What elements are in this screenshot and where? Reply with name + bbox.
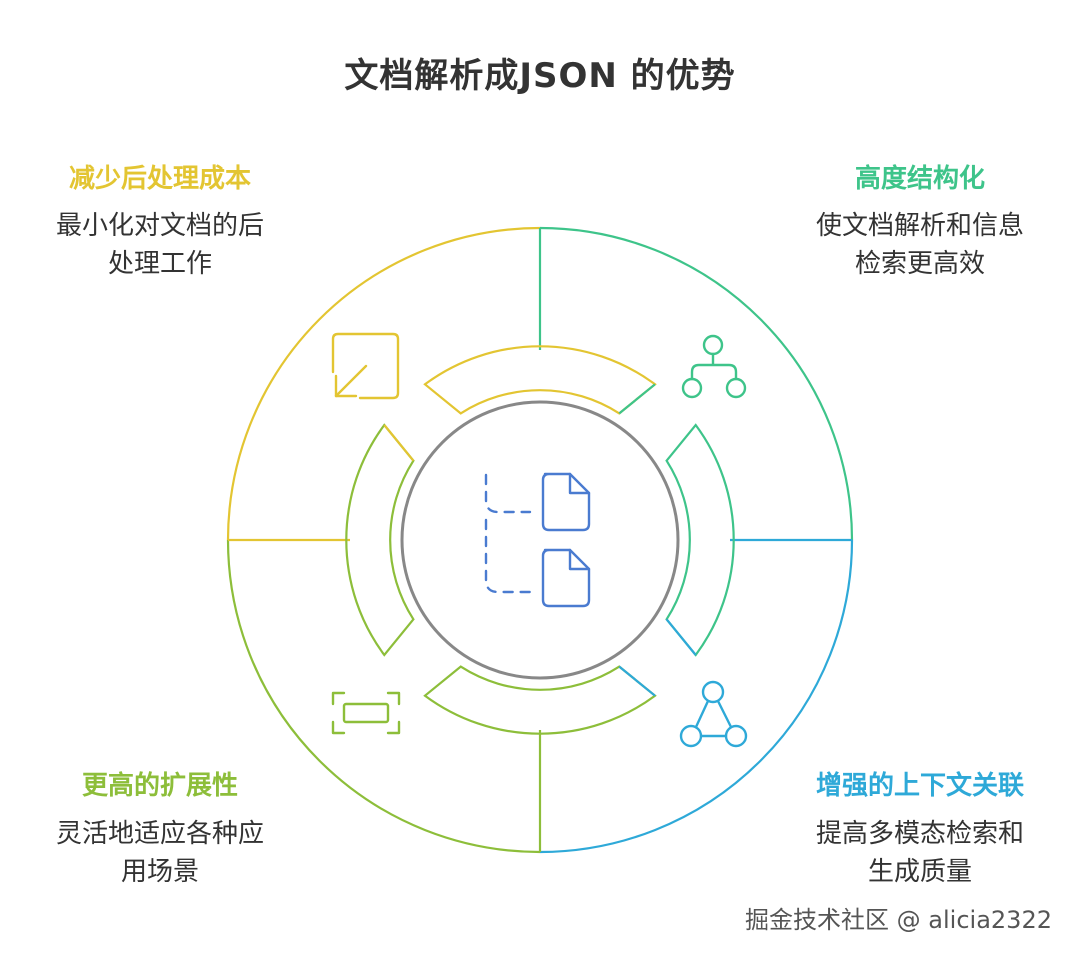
- outer-arc-top-left: [226, 226, 541, 541]
- inner-segment-bottom: [423, 665, 657, 735]
- watermark: 掘金技术社区 @ alicia2322: [745, 906, 1052, 934]
- hierarchy-tree-icon: [681, 334, 747, 399]
- quadrant-title-structured: 高度结构化: [854, 164, 985, 194]
- quadrant-desc-context: 提高多模态检索和 生成质量: [815, 819, 1024, 887]
- resize-arrow-icon: [331, 332, 400, 400]
- outer-arc-bottom-right: [539, 539, 854, 854]
- inner-segment-top-right: [618, 383, 656, 415]
- quadrant-title-reduce-cost: 减少后处理成本: [68, 164, 251, 194]
- inner-segment-left-top: [383, 424, 415, 462]
- quadrant-title-scalability: 更高的扩展性: [81, 771, 238, 801]
- inner-segment-bottom-right: [618, 665, 656, 697]
- scan-frame-icon: [331, 691, 401, 735]
- quadrant-desc-reduce-cost: 最小化对文档的后 处理工作: [55, 211, 264, 279]
- page-title: 文档解析成JSON 的优势: [344, 56, 736, 96]
- inner-segment-left: [345, 423, 415, 657]
- quadrant-desc-scalability: 灵活地适应各种应 用场景: [55, 819, 264, 887]
- network-triangle-icon: [679, 680, 748, 748]
- inner-segment-top: [423, 345, 657, 415]
- quadrant-desc-structured: 使文档解析和信息 检索更高效: [815, 211, 1024, 279]
- outer-arc-top-right: [539, 226, 854, 541]
- outer-arc-bottom-left: [226, 539, 541, 854]
- center-circle: [400, 400, 680, 680]
- inner-segment-right-bottom: [665, 618, 697, 656]
- quadrant-title-context: 增强的上下文关联: [815, 771, 1024, 801]
- inner-segment-right: [665, 423, 735, 657]
- linked-documents-icon: [484, 472, 591, 608]
